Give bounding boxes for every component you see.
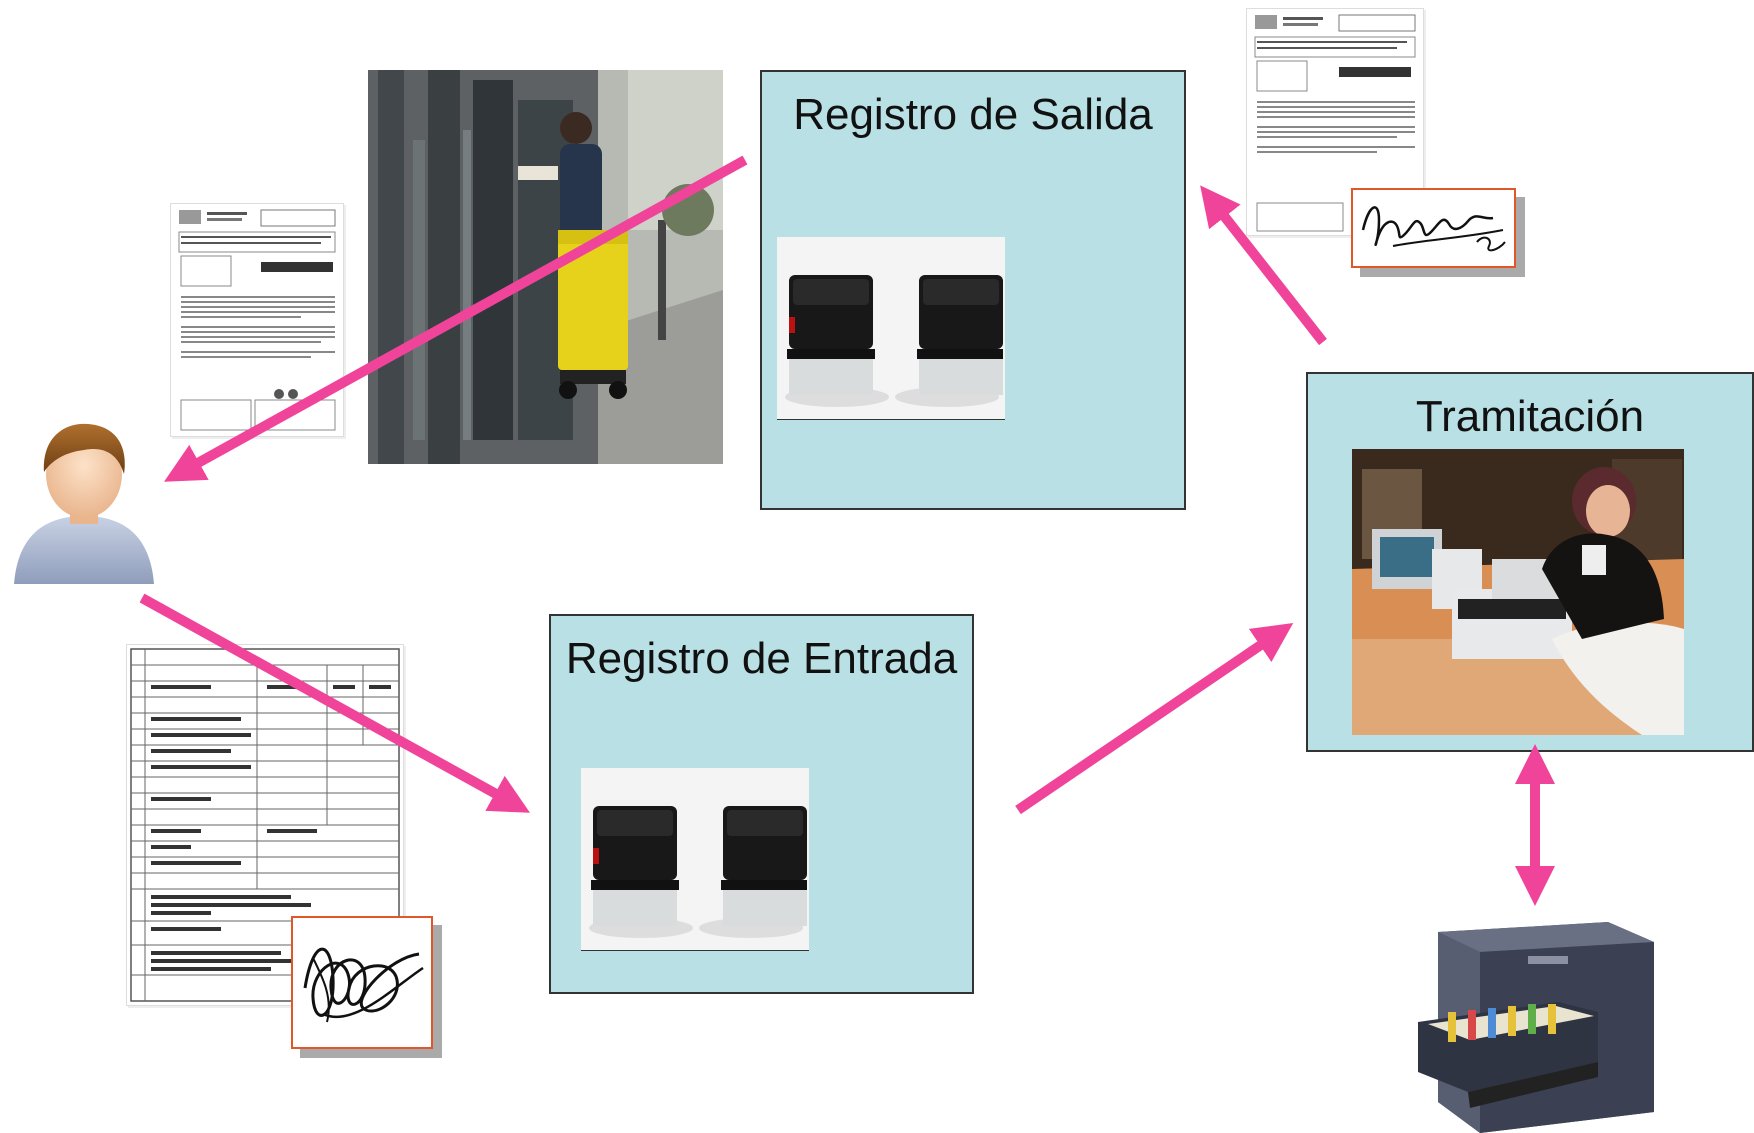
signature-icon (1361, 206, 1506, 252)
post-office-photo (368, 70, 723, 464)
arrow-tramitacion-to-salida (1200, 185, 1327, 346)
user-avatar-icon (8, 416, 160, 584)
arrow-entrada-to-tramitacion (1015, 623, 1294, 815)
signature-icon (303, 947, 424, 1023)
signature-card-bottom (291, 916, 433, 1049)
arrow-salida-to-user (164, 155, 748, 482)
form-document-bottom-left (126, 644, 404, 1006)
arrow-user-to-entrada (139, 593, 530, 813)
office-worker-photo (1352, 449, 1684, 735)
filing-cabinet-icon (1408, 912, 1654, 1133)
signature-card-top (1351, 188, 1516, 268)
official-document-top-left (170, 203, 344, 437)
registro-salida-box: Registro de Salida (760, 70, 1186, 510)
registro-entrada-box: Registro de Entrada (549, 614, 974, 994)
stamp-icon (581, 768, 809, 951)
tramitacion-box: Tramitación (1306, 372, 1754, 752)
stamp-icon (777, 237, 1005, 420)
registro-salida-title: Registro de Salida (793, 90, 1153, 139)
tramitacion-title: Tramitación (1415, 392, 1645, 441)
registro-entrada-title: Registro de Entrada (565, 634, 958, 683)
